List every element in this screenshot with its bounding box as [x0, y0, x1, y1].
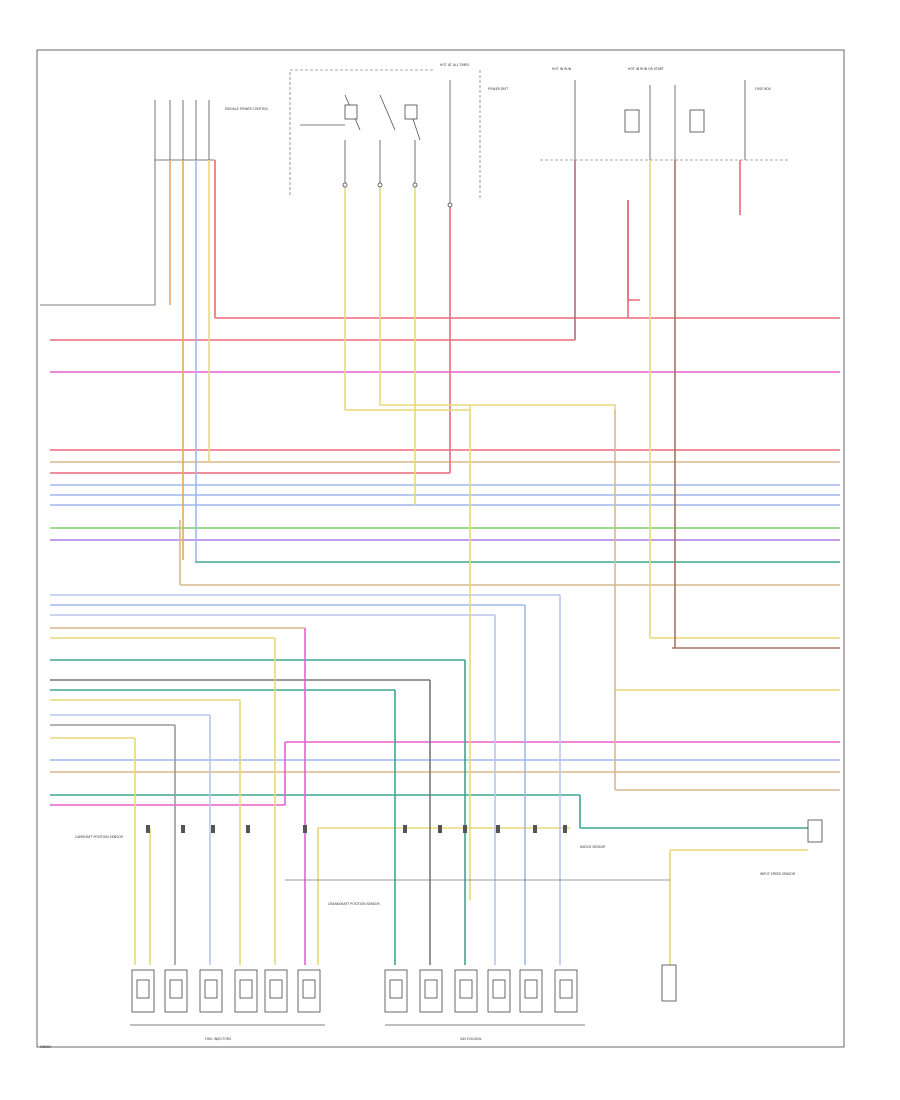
relay-module: HOT AT ALL TIMES POWER DIST: [300, 63, 508, 208]
connector-pin: [438, 825, 442, 833]
camshaft-note: CAMSHAFT POSITION SENSOR: [75, 835, 124, 839]
connector-pin: [563, 825, 567, 833]
coil-1-inner: [389, 979, 403, 999]
connector-pin: [533, 825, 537, 833]
connector-pin: [246, 825, 250, 833]
coil-6-inner: [559, 979, 573, 999]
diagram-frame: [36, 49, 845, 1048]
injector-1-inner: [136, 979, 150, 999]
injector-5-inner: [269, 979, 283, 999]
top-left-connector: MODULE POWER CONTROL: [169, 100, 268, 160]
injector-4-inner: [239, 979, 253, 999]
hot-run-label: HOT IN RUN: [552, 67, 572, 71]
knock-note: KNOCK SENSOR: [580, 845, 606, 849]
crankshaft-note: CRANKSHAFT POSITION SENSOR: [328, 902, 380, 906]
horizontal-wires: [50, 317, 840, 851]
top-enclosures: [40, 69, 790, 306]
coil-4-inner: [492, 979, 506, 999]
connector-pin: [496, 825, 500, 833]
coil-2-inner: [424, 979, 438, 999]
components: [131, 825, 578, 1013]
injector-3-inner: [204, 979, 218, 999]
input-speed-sensor: [661, 819, 823, 1002]
connector-pin: [211, 825, 215, 833]
right-relays: HOT IN RUN HOT IN RUN OR START FUSE BOX: [552, 67, 772, 160]
footer-code: NNNN: [40, 1045, 51, 1049]
fuse-box-label: FUSE BOX: [755, 87, 772, 91]
injector-6-inner: [302, 979, 316, 999]
connector-pin: [181, 825, 185, 833]
hot-run-start-label: HOT IN RUN OR START: [628, 67, 664, 71]
wire-link-red-1: [627, 200, 640, 301]
vertical-wires: [134, 160, 741, 965]
module-power-label: MODULE POWER CONTROL: [225, 107, 268, 111]
fuel-injectors-label: FUEL INJECTORS: [205, 1037, 231, 1041]
power-dist-label: POWER DIST: [488, 87, 508, 91]
input-speed-note: INPUT SPEED SENSOR: [760, 872, 796, 876]
ign-coils-label: IGN COILS/NL: [460, 1037, 482, 1041]
hot-at-all-label: HOT AT ALL TIMES: [440, 63, 469, 67]
connector-pin: [403, 825, 407, 833]
coil-5-inner: [524, 979, 538, 999]
wire-link-yellow-2: [380, 404, 616, 410]
connector-pin: [463, 825, 467, 833]
connector-pin: [146, 825, 150, 833]
group-brackets: FUEL INJECTORS IGN COILS/NL: [130, 1024, 585, 1041]
injector-2-inner: [169, 979, 183, 999]
coil-3-inner: [459, 979, 473, 999]
connector-pin: [303, 825, 307, 833]
sensor-notes: CAMSHAFT POSITION SENSOR CRANKSHAFT POSI…: [40, 835, 796, 1049]
